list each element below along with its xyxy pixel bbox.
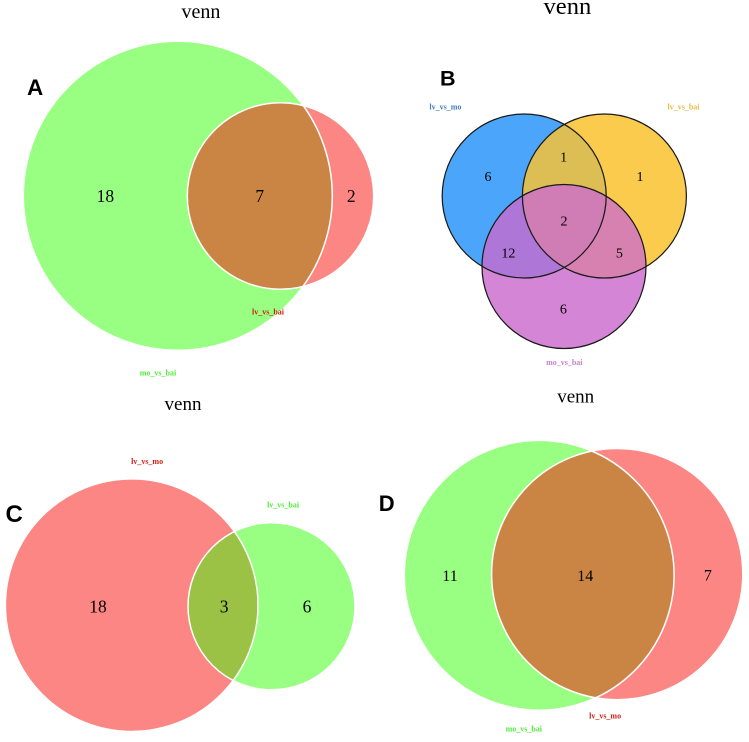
svg-text:C: C [6, 501, 23, 528]
svg-text:3: 3 [220, 596, 229, 616]
svg-text:11: 11 [442, 568, 457, 585]
svg-text:6: 6 [560, 303, 567, 318]
svg-text:mo_vs_bai: mo_vs_bai [506, 725, 543, 734]
svg-text:7: 7 [255, 186, 264, 206]
svg-text:venn: venn [557, 386, 594, 407]
svg-text:venn: venn [182, 1, 221, 23]
svg-text:7: 7 [704, 567, 712, 584]
svg-text:lv_vs_mo: lv_vs_mo [131, 457, 163, 466]
svg-text:lv_vs_bai: lv_vs_bai [252, 307, 285, 316]
svg-text:lv_vs_mo: lv_vs_mo [589, 711, 621, 720]
svg-text:1: 1 [560, 150, 567, 165]
svg-text:mo_vs_bai: mo_vs_bai [140, 369, 177, 378]
svg-text:mo_vs_bai: mo_vs_bai [546, 358, 583, 367]
svg-text:B: B [440, 67, 456, 91]
svg-text:2: 2 [561, 214, 568, 229]
svg-text:lv_vs_bai: lv_vs_bai [667, 103, 700, 112]
svg-text:6: 6 [303, 596, 312, 616]
svg-text:1: 1 [637, 170, 644, 185]
svg-text:18: 18 [97, 186, 115, 206]
svg-text:6: 6 [485, 170, 492, 185]
svg-text:venn: venn [165, 394, 202, 415]
svg-text:lv_vs_mo: lv_vs_mo [429, 103, 461, 112]
svg-text:2: 2 [347, 186, 356, 206]
svg-text:D: D [379, 491, 395, 516]
svg-text:18: 18 [89, 596, 107, 616]
svg-text:venn: venn [543, 0, 591, 20]
svg-text:A: A [27, 75, 43, 100]
svg-text:12: 12 [501, 246, 515, 261]
svg-text:lv_vs_bai: lv_vs_bai [267, 501, 300, 510]
svg-text:5: 5 [616, 247, 623, 262]
svg-text:14: 14 [577, 568, 593, 585]
